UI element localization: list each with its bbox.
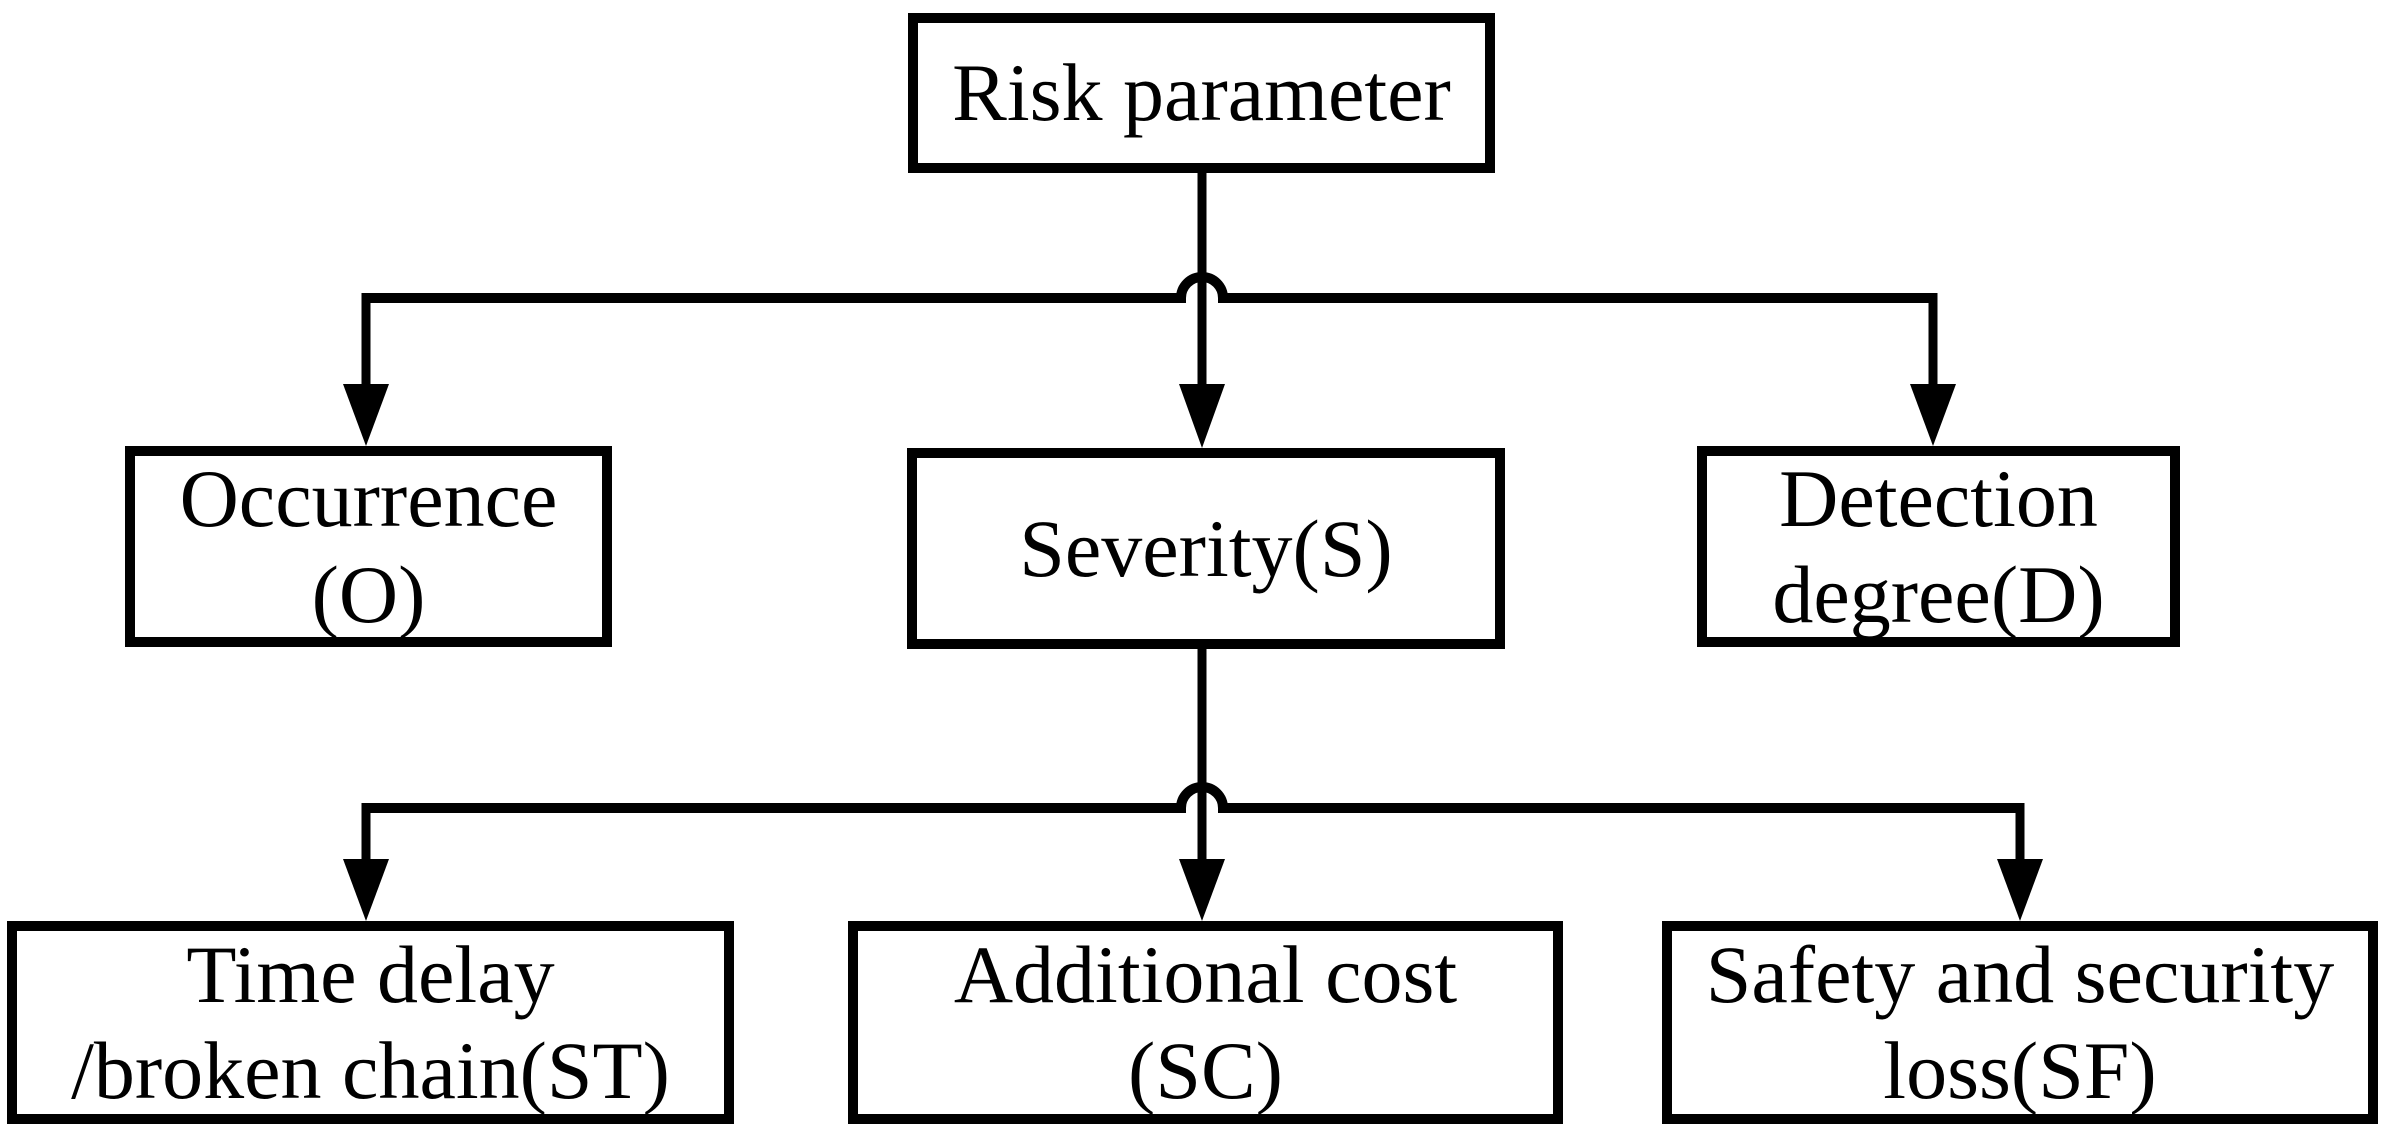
node-additional-cost: Additional cost (SC): [848, 921, 1563, 1124]
node-label-line2: degree(D): [1772, 548, 2105, 640]
node-label-line1: Additional cost: [953, 929, 1458, 1021]
arrowhead-to-additional-cost-icon: [1179, 859, 1225, 921]
node-label-line1: Detection: [1779, 453, 2098, 545]
node-severity: Severity(S): [907, 448, 1505, 649]
arrowhead-to-occurrence-icon: [343, 384, 389, 446]
node-risk-parameter: Risk parameter: [908, 13, 1495, 173]
node-label-line2: loss(SF): [1883, 1024, 2157, 1116]
node-safety-security-loss: Safety and security loss(SF): [1662, 921, 2378, 1124]
arrowhead-to-detection-icon: [1910, 384, 1956, 446]
node-label-line1: Time delay: [186, 929, 555, 1021]
arrowhead-to-safety-loss-icon: [1997, 859, 2043, 921]
node-label: Severity(S): [1019, 502, 1393, 594]
node-time-delay-broken-chain: Time delay /broken chain(ST): [7, 921, 734, 1124]
branch2-horizontal-line-with-hop: [366, 782, 2020, 813]
node-label-line2: (SC): [1128, 1024, 1283, 1116]
arrowhead-to-severity-icon: [1179, 384, 1225, 448]
node-label: Risk parameter: [952, 47, 1451, 139]
arrowhead-to-time-delay-icon: [343, 859, 389, 921]
branch1-horizontal-line-with-hop: [366, 272, 1933, 303]
node-label-line1: Occurrence: [179, 453, 558, 545]
node-label-line1: Safety and security: [1705, 929, 2335, 1021]
node-label-line2: /broken chain(ST): [71, 1024, 670, 1116]
node-detection-degree: Detection degree(D): [1697, 446, 2180, 647]
node-occurrence: Occurrence (O): [125, 446, 612, 647]
node-label-line2: (O): [311, 548, 426, 640]
